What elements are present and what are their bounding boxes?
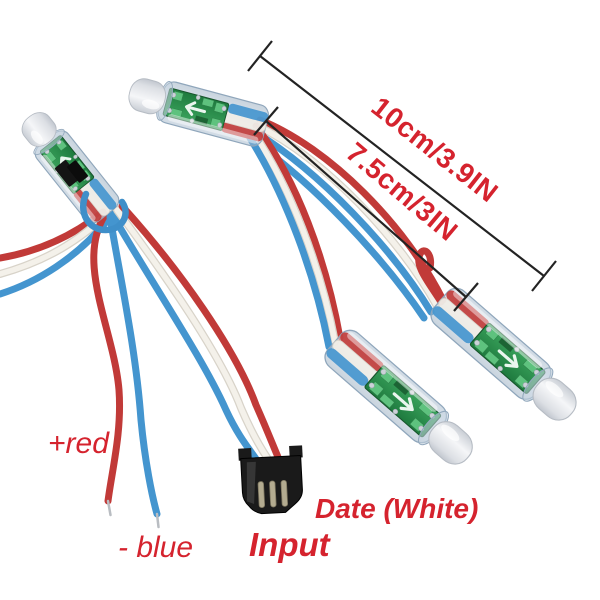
label-minus-blue: - blue <box>118 531 193 564</box>
connector-pins <box>257 479 289 508</box>
jst-connector <box>238 445 303 515</box>
led-module-1 <box>12 103 129 234</box>
tick-start <box>247 40 273 72</box>
wire-red-positive <box>90 211 124 517</box>
bare-wire-tip <box>155 512 160 529</box>
connector-latch-left <box>238 448 252 461</box>
tick-end <box>453 282 479 312</box>
dimension-line-10cm <box>247 40 557 292</box>
blue-wire-wrap <box>79 190 129 234</box>
connector-sheen <box>246 461 256 504</box>
led-module-3 <box>318 323 484 476</box>
red-wire-tail <box>415 247 445 306</box>
led-module-2 <box>122 69 273 150</box>
wire-harness-to-connector <box>108 202 282 466</box>
tick-start <box>253 106 279 136</box>
ic-chip <box>54 160 88 187</box>
wire-blue-negative <box>106 213 161 529</box>
bare-wire-tip <box>106 499 112 517</box>
wire-harness-module2-to-module3 <box>246 122 344 351</box>
wire-harness-module2-to-module4 <box>248 116 447 322</box>
label-date-white: Date (White) <box>315 493 478 524</box>
label-plus-red: +red <box>48 427 110 460</box>
label-input: Input <box>249 526 332 563</box>
tick-end <box>531 260 557 292</box>
led-module-4 <box>424 281 588 432</box>
dimension-line-7-5cm <box>253 106 479 312</box>
connector-latch-right <box>289 445 303 459</box>
